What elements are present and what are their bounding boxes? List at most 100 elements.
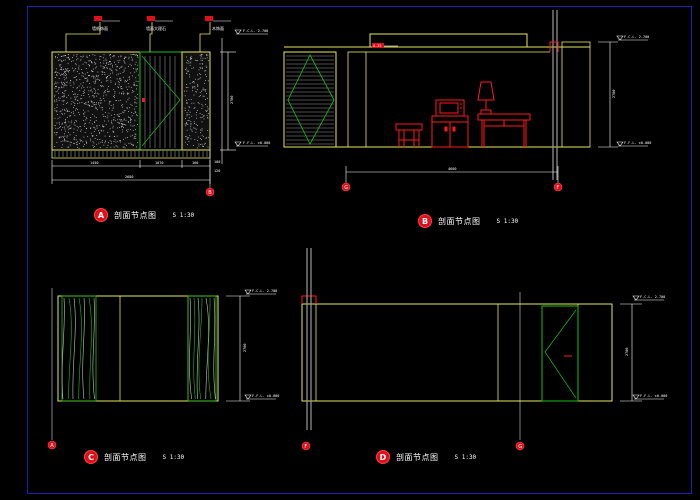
view-a-skirting-ticks — [54, 151, 208, 157]
view-d: F G 2700 F.C.L. 2.700 F.F.L. ±0.000 — [301, 248, 667, 451]
view-b-column — [347, 51, 367, 148]
view-d-floor-marker: F.F.L. ±0.000 — [632, 394, 667, 400]
view-a-door-stripes — [144, 56, 176, 148]
view-b-grid-label-right: F — [556, 185, 559, 191]
view-a-width-dimensions — [51, 160, 211, 184]
view-a-floor-label: F.F.L. ±0.000 — [243, 141, 270, 145]
view-b-height-dimension — [598, 41, 618, 148]
view-b-table-lamp — [477, 81, 495, 115]
view-c-ceiling-label: F.C.L. 2.700 — [252, 289, 277, 293]
title-a-text: 剖面节点图 — [114, 210, 157, 220]
title-c-text: 剖面节点图 — [104, 452, 147, 462]
view-c-wall — [57, 295, 219, 402]
view-b-width-dimension — [345, 166, 559, 184]
view-a-strip-texture — [184, 54, 209, 149]
view-b-shutter-panel — [283, 51, 337, 148]
view-d-ceiling-marker: F.C.L. 2.700 — [632, 295, 665, 301]
view-b-shutter-diamond — [287, 54, 335, 145]
view-b-ceiling-label: F.C.L. 2.700 — [624, 35, 649, 39]
title-b: B 剖面节点图 S 1:30 — [418, 214, 518, 228]
view-a-leader-2 — [149, 22, 153, 52]
material-tag-2-text: 墙面大理石 — [146, 25, 166, 31]
view-d-height-text: 2700 — [625, 348, 629, 356]
view-b-tv — [435, 99, 465, 117]
view-a-door-swing — [141, 55, 181, 147]
view-d-door-swing — [544, 309, 577, 399]
view-b-right-panel — [561, 41, 591, 148]
view-a-leader-3 — [199, 22, 211, 52]
title-d-scale: S 1:30 — [454, 453, 477, 461]
material-tag-1-text: 墙纸饰面 — [92, 25, 108, 31]
view-b-tv-cabinet — [431, 115, 469, 148]
view-b-soffit — [369, 33, 528, 47]
view-c-height-text: 2700 — [243, 344, 247, 352]
view-a-door-handle — [142, 98, 145, 102]
view-a-ceiling-label: F.C.L. 2.700 — [243, 29, 268, 33]
view-c-left-curtain-box — [61, 295, 97, 402]
view-c-grid-bubble — [47, 440, 57, 450]
view-d-grid-label-left: F — [304, 444, 307, 450]
view-d-grid-bubble-left — [301, 441, 311, 451]
view-d-height-dimension — [620, 303, 642, 402]
view-a-side-strip — [181, 51, 211, 151]
title-b-scale: S 1:30 — [496, 217, 519, 225]
view-a-seg-3-text: 160 — [192, 161, 198, 165]
view-a-total-text: 2680 — [125, 175, 133, 179]
title-d-marker: D — [376, 450, 390, 464]
view-a-grid-bubble — [205, 187, 215, 197]
view-b-tag — [372, 43, 384, 48]
material-tag-1: 墙纸饰面 — [92, 16, 120, 31]
view-c-right-curtain-box — [187, 295, 217, 402]
view-b-console-table — [477, 113, 531, 147]
title-b-marker: B — [418, 214, 432, 228]
view-a-seg-2-text: 1070 — [155, 161, 163, 165]
view-d-grid-bubble-right — [515, 441, 525, 451]
view-b-ceiling-marker: F.C.L. 2.700 — [616, 35, 649, 41]
view-b-grid-bubble-left — [341, 182, 351, 192]
view-a-ceiling-marker: F.C.L. 2.700 — [234, 29, 268, 35]
view-a-small-dim-2: 120 — [214, 169, 220, 173]
title-c-scale: S 1:30 — [162, 453, 185, 461]
view-a: 墙纸饰面 墙面大理石 木饰面 2700 100 120 F.C.L. 2.700 — [51, 16, 270, 197]
view-b-height-text: 2700 — [612, 90, 616, 98]
view-d-wall — [301, 303, 613, 402]
view-a-seg-1-text: 1450 — [90, 161, 98, 165]
view-a-floor-marker: F.F.L. ±0.000 — [234, 141, 270, 147]
view-b: A-35 — [283, 10, 651, 192]
view-d-section-cut — [306, 248, 312, 430]
view-d-grid-label-right: G — [518, 444, 522, 450]
view-c-left-curtain — [61, 297, 95, 400]
view-a-grid-label: B — [208, 190, 212, 196]
material-tag-2: 墙面大理石 — [146, 16, 173, 31]
material-tag-3: 木饰面 — [205, 16, 231, 31]
view-d-ceiling-label: F.C.L. 2.700 — [640, 295, 665, 299]
view-c-height-dimension — [226, 295, 250, 402]
material-tag-3-text: 木饰面 — [212, 25, 224, 31]
view-a-door-panel — [139, 51, 183, 151]
view-a-leader-1 — [65, 22, 101, 52]
view-b-floor-marker: F.F.L. ±0.000 — [616, 141, 651, 147]
view-c-ceiling-marker: F.C.L. 2.700 — [244, 289, 277, 295]
title-a-marker: A — [94, 208, 108, 222]
view-b-grid-label-left: G — [344, 185, 348, 191]
view-b-stool — [395, 123, 423, 147]
title-b-text: 剖面节点图 — [438, 216, 481, 226]
view-b-width-text: 4600 — [448, 167, 456, 171]
view-c: A 2700 F.C.L. 2.700 F.F.L. ±0.000 — [47, 288, 279, 450]
view-c-right-curtain — [189, 297, 216, 400]
view-a-marble-texture — [54, 54, 139, 149]
title-c-marker: C — [84, 450, 98, 464]
title-c: C 剖面节点图 S 1:30 — [84, 450, 184, 464]
view-a-small-dim-1: 100 — [214, 160, 220, 164]
title-a: A 剖面节点图 S 1:30 — [94, 208, 194, 222]
view-a-height-text: 2700 — [230, 96, 234, 104]
view-c-floor-marker: F.F.L. ±0.000 — [244, 394, 279, 400]
view-b-section-cut — [549, 10, 559, 180]
view-c-grid-label: A — [50, 443, 54, 449]
view-c-floor-label: F.F.L. ±0.000 — [252, 394, 279, 398]
view-d-left-return — [301, 295, 317, 304]
title-a-scale: S 1:30 — [172, 211, 195, 219]
view-d-floor-label: F.F.L. ±0.000 — [640, 394, 667, 398]
title-d: D 剖面节点图 S 1:30 — [376, 450, 476, 464]
